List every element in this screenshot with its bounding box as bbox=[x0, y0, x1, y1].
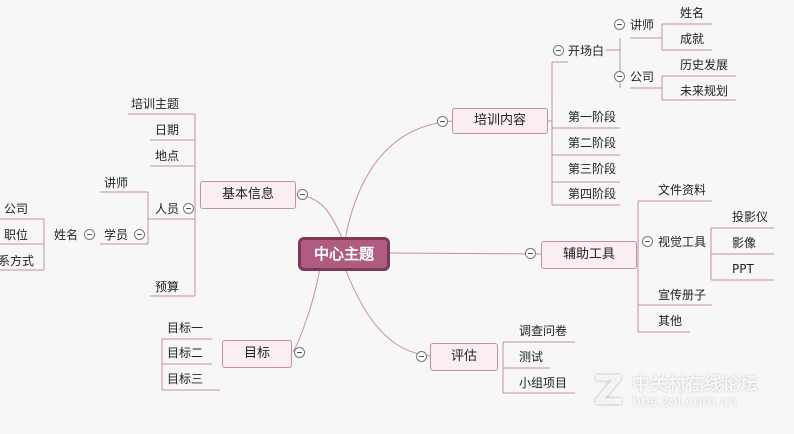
branch-label: 目标 bbox=[243, 346, 270, 361]
branch-goals[interactable]: 目标 bbox=[222, 340, 292, 368]
collapse-toggle-opening[interactable] bbox=[553, 45, 564, 56]
node-goal-2[interactable]: 目标二 bbox=[167, 346, 204, 360]
node-lecturer-name[interactable]: 姓名 bbox=[680, 6, 705, 20]
node-visual-tools[interactable]: 视觉工具 bbox=[658, 235, 707, 249]
branch-label: 培训内容 bbox=[473, 113, 526, 128]
node-student-name[interactable]: 姓名 bbox=[54, 228, 79, 242]
collapse-toggle-aux-tools[interactable] bbox=[525, 248, 536, 259]
node-student-contact[interactable]: 系方式 bbox=[0, 254, 35, 268]
watermark-logo: Z bbox=[594, 368, 624, 414]
watermark-site-url: bbs.zol.com.cn bbox=[632, 394, 737, 410]
node-stage-1[interactable]: 第一阶段 bbox=[568, 110, 617, 124]
collapse-toggle-evaluation[interactable] bbox=[416, 351, 427, 362]
node-stage-2[interactable]: 第二阶段 bbox=[568, 136, 617, 150]
collapse-toggle-people[interactable] bbox=[183, 203, 194, 214]
collapse-toggle-goals[interactable] bbox=[294, 347, 305, 358]
node-other[interactable]: 其他 bbox=[658, 314, 683, 328]
node-documents[interactable]: 文件资料 bbox=[658, 183, 707, 197]
node-company[interactable]: 公司 bbox=[630, 70, 655, 84]
node-training-topic[interactable]: 培训主题 bbox=[131, 97, 180, 111]
node-student-company[interactable]: 公司 bbox=[4, 202, 29, 216]
node-group-project[interactable]: 小组项目 bbox=[519, 376, 568, 390]
branch-label: 辅助工具 bbox=[562, 247, 615, 262]
node-student[interactable]: 学员 bbox=[104, 228, 129, 242]
node-stage-3[interactable]: 第三阶段 bbox=[568, 162, 617, 176]
collapse-toggle-student-name[interactable] bbox=[84, 229, 95, 240]
node-history[interactable]: 历史发展 bbox=[680, 58, 729, 72]
collapse-toggle-company[interactable] bbox=[614, 71, 625, 82]
node-brochure[interactable]: 宣传册子 bbox=[658, 288, 707, 302]
node-projector[interactable]: 投影仪 bbox=[732, 210, 769, 224]
collapse-toggle-basic-info[interactable] bbox=[297, 189, 308, 200]
node-opening[interactable]: 开场白 bbox=[568, 44, 605, 58]
branch-label: 基本信息 bbox=[221, 187, 274, 202]
node-survey[interactable]: 调查问卷 bbox=[519, 324, 568, 338]
node-budget[interactable]: 预算 bbox=[155, 280, 180, 294]
watermark-site-name: 中关村在线论坛 bbox=[632, 374, 758, 395]
branch-training-content[interactable]: 培训内容 bbox=[452, 108, 548, 134]
node-achievement[interactable]: 成就 bbox=[680, 32, 705, 46]
node-student-position[interactable]: 职位 bbox=[4, 228, 29, 242]
node-lecturer[interactable]: 讲师 bbox=[630, 18, 655, 32]
branch-basic-info[interactable]: 基本信息 bbox=[200, 181, 296, 209]
node-stage-4[interactable]: 第四阶段 bbox=[568, 187, 617, 201]
central-topic-label: 中心主题 bbox=[313, 245, 374, 263]
central-topic[interactable]: 中心主题 bbox=[298, 237, 390, 271]
node-ppt[interactable]: PPT bbox=[732, 262, 754, 276]
collapse-toggle-student[interactable] bbox=[134, 229, 145, 240]
collapse-toggle-training-content[interactable] bbox=[437, 116, 448, 127]
node-place[interactable]: 地点 bbox=[155, 149, 180, 163]
collapse-toggle-visual-tools[interactable] bbox=[642, 236, 653, 247]
branch-aux-tools[interactable]: 辅助工具 bbox=[541, 241, 637, 269]
node-date[interactable]: 日期 bbox=[155, 123, 180, 137]
branch-label: 评估 bbox=[450, 349, 477, 364]
node-test[interactable]: 测试 bbox=[519, 350, 544, 364]
node-future[interactable]: 未来规划 bbox=[680, 84, 729, 98]
branch-evaluation[interactable]: 评估 bbox=[430, 343, 498, 371]
node-goal-1[interactable]: 目标一 bbox=[167, 321, 204, 335]
node-goal-3[interactable]: 目标三 bbox=[167, 372, 204, 386]
collapse-toggle-lecturer[interactable] bbox=[614, 19, 625, 30]
node-basic-lecturer[interactable]: 讲师 bbox=[104, 176, 129, 190]
node-video[interactable]: 影像 bbox=[732, 236, 757, 250]
node-people[interactable]: 人员 bbox=[155, 202, 180, 216]
